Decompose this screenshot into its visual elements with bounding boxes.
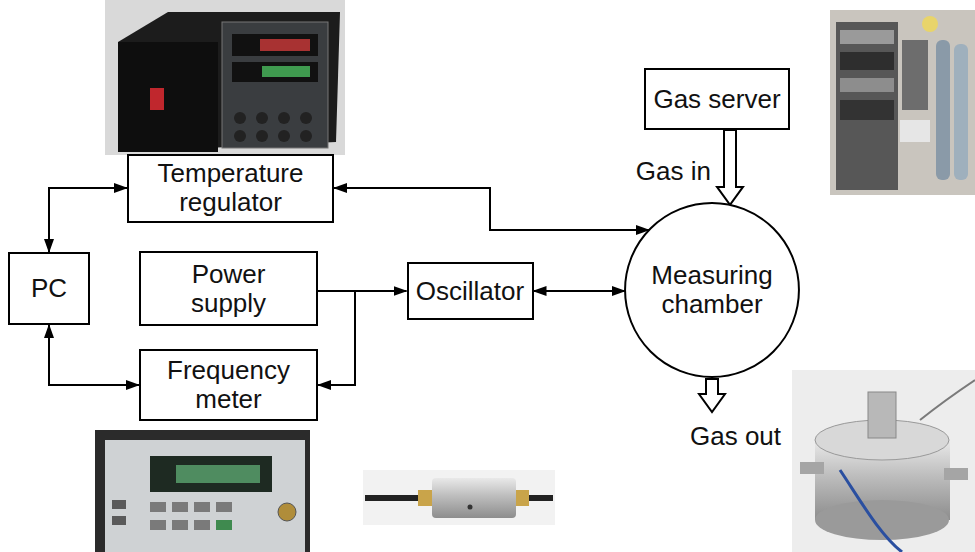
display: [232, 34, 318, 56]
measuring-chamber-photo: [792, 370, 975, 552]
photo-ground: [830, 10, 975, 195]
frequency-meter-photo: [95, 430, 310, 552]
display-digits: [262, 66, 310, 77]
instrument: [840, 52, 894, 70]
oscillator-photo: [363, 470, 555, 525]
process-box: Power supply: [139, 251, 318, 326]
connector: [418, 490, 433, 506]
button: [278, 112, 290, 124]
node-text: Measuring chamber: [646, 261, 778, 318]
gas-port: [944, 468, 968, 480]
gas-cylinder: [936, 40, 950, 180]
button: [194, 502, 210, 512]
connector: [515, 490, 529, 506]
controller-face: [222, 22, 328, 148]
gas-server-photo: [830, 10, 975, 195]
button: [234, 112, 246, 124]
instrument: [840, 78, 894, 92]
node-text: PC: [31, 274, 67, 303]
lamp: [922, 16, 938, 32]
button: [300, 130, 312, 142]
photo-ground: [363, 470, 555, 525]
chamber-base: [815, 500, 949, 540]
instrument: [840, 30, 894, 44]
node-text: Frequency meter: [147, 356, 310, 413]
process-box: Oscillator: [407, 262, 534, 320]
temperature-regulator-photo: [105, 0, 345, 155]
circle-outline: [625, 203, 799, 377]
gas-flow-arrow: [717, 130, 743, 205]
button: [300, 112, 312, 124]
signal-connector: [49, 188, 127, 252]
node-text: Power supply: [159, 260, 299, 317]
node-text: Gas server: [653, 85, 780, 114]
cable: [528, 495, 553, 501]
meter-front: [105, 440, 305, 552]
button: [172, 520, 188, 530]
oscillator-housing: [432, 478, 516, 518]
wire: [920, 380, 975, 420]
display: [232, 62, 318, 82]
process-box: Gas server: [644, 68, 790, 130]
button: [150, 502, 166, 512]
signal-connector: [318, 291, 355, 385]
instrument-rack: [836, 22, 898, 190]
photo-ground: [105, 0, 345, 155]
bnc-socket: [278, 503, 296, 521]
bnc-connector: [868, 392, 896, 438]
node-text: Temperature regulator: [136, 159, 326, 216]
gas-port: [800, 462, 824, 474]
power-switch: [150, 88, 164, 110]
button: [216, 502, 232, 512]
keyboard: [900, 120, 930, 142]
button: [194, 520, 210, 530]
button: [234, 130, 246, 142]
cable: [365, 495, 420, 501]
signal-connector: [334, 188, 649, 230]
process-box: Temperature regulator: [127, 154, 334, 223]
button: [112, 500, 126, 509]
meter-digits: [176, 465, 260, 483]
node-text: Oscillator: [416, 277, 524, 306]
regulator-case: [118, 12, 340, 152]
cable: [840, 470, 902, 552]
regulator-front: [118, 42, 218, 152]
button: [172, 502, 188, 512]
meter-display: [150, 456, 272, 492]
button: [256, 112, 268, 124]
process-box: Frequency meter: [139, 349, 318, 421]
flow-label: Gas out: [690, 422, 781, 451]
instrument-rack: [902, 40, 928, 110]
button: [256, 130, 268, 142]
signal-connector: [534, 290, 626, 292]
flow-label: Gas in: [636, 157, 711, 186]
button: [278, 130, 290, 142]
process-box: PC: [8, 252, 90, 325]
signal-connector: [49, 325, 139, 385]
display-digits: [260, 39, 310, 51]
button: [150, 520, 166, 530]
gas-out-arrow: [699, 379, 725, 412]
gas-cylinder: [954, 44, 968, 180]
button: [216, 520, 232, 530]
instrument: [840, 100, 894, 120]
hole: [468, 505, 473, 510]
chamber-circle: Measuring chamber: [624, 202, 800, 378]
meter-case: [95, 430, 310, 552]
button: [112, 516, 126, 525]
photo-ground: [792, 370, 975, 552]
